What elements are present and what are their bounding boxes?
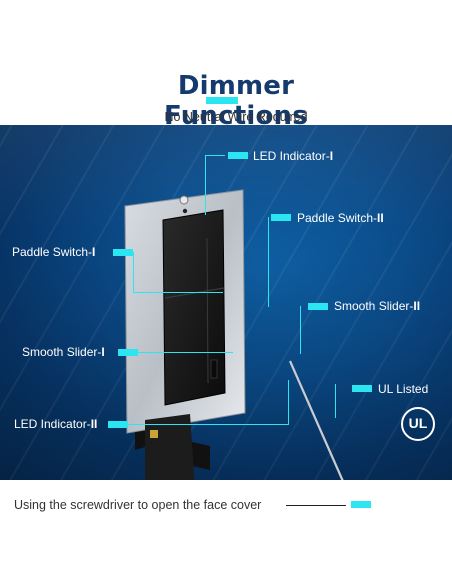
leader-line-smooth-slider-1 bbox=[138, 352, 233, 353]
callout-marker-ul-listed bbox=[352, 385, 372, 392]
leader-line-paddle-switch-2 bbox=[268, 217, 269, 307]
leader-line-led-indicator-1-h bbox=[205, 155, 225, 156]
callout-marker-smooth-slider-1 bbox=[118, 349, 138, 356]
callout-marker-paddle-switch-1 bbox=[113, 249, 133, 256]
leader-line-paddle-switch-1 bbox=[133, 252, 134, 292]
leader-line-paddle-switch-1-h bbox=[133, 292, 223, 293]
callout-marker-led-indicator-2 bbox=[108, 421, 128, 428]
callout-smooth-slider-1: Smooth Slider-I bbox=[22, 345, 105, 359]
callout-marker-led-indicator-1 bbox=[228, 152, 248, 159]
callout-led-indicator-2: LED Indicator-II bbox=[14, 417, 98, 431]
callout-led-indicator-1: LED Indicator-I bbox=[253, 149, 334, 163]
title-underline-marker bbox=[206, 97, 238, 104]
callout-marker-smooth-slider-2 bbox=[308, 303, 328, 310]
dimmer-switch-illustration bbox=[124, 189, 368, 508]
callout-paddle-switch-1: Paddle Switch-I bbox=[12, 245, 96, 259]
footer-instruction: Using the screwdriver to open the face c… bbox=[14, 498, 262, 512]
page-subtitle: No Neutral Wire Required bbox=[164, 110, 308, 124]
callout-ul-listed: UL Listed bbox=[378, 382, 429, 396]
leader-line-ul-listed bbox=[335, 384, 336, 418]
footer-leader-line bbox=[286, 505, 346, 506]
footer-marker bbox=[351, 501, 371, 508]
title-card: Dimmer Functions No Neutral Wire Require… bbox=[103, 65, 369, 131]
page-title: Dimmer Functions bbox=[164, 71, 308, 131]
footer: Using the screwdriver to open the face c… bbox=[0, 480, 452, 584]
leader-line-led-indicator-2 bbox=[128, 424, 288, 425]
callout-marker-paddle-switch-2 bbox=[271, 214, 291, 221]
leader-line-smooth-slider-2 bbox=[300, 306, 301, 354]
callout-smooth-slider-2: Smooth Slider-II bbox=[334, 299, 421, 313]
callout-paddle-switch-2: Paddle Switch-II bbox=[297, 211, 384, 225]
leader-line-led-indicator-2-v bbox=[288, 380, 289, 425]
ul-logo-icon: UL bbox=[401, 407, 435, 441]
leader-line-led-indicator-1 bbox=[205, 155, 206, 215]
